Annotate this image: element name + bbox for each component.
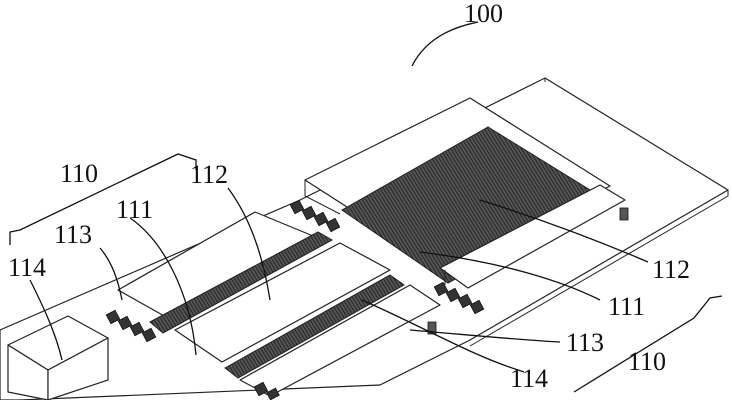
board-edge: [469, 78, 729, 347]
label-113-right: 113: [566, 328, 604, 357]
latches: [427, 207, 629, 335]
label-113-left: 113: [54, 220, 92, 249]
base-board: [0, 77, 729, 400]
label-112-right: 112: [652, 255, 690, 284]
label-111-right: 111: [608, 292, 645, 321]
heatsink-left: [7, 315, 109, 400]
label-110-right: 110: [628, 347, 666, 376]
connectors-left: [105, 309, 157, 343]
label-112-left: 112: [190, 160, 228, 189]
connectors-bottom: [253, 381, 280, 400]
lead-lines: [9, 21, 723, 393]
label-110-left: 110: [60, 159, 98, 188]
connectors-right: [433, 281, 485, 315]
label-100: 100: [464, 0, 503, 28]
label-114-left: 114: [8, 253, 46, 282]
memory-bank-right: [304, 97, 626, 289]
label-111-left: 111: [116, 195, 153, 224]
connectors-mid: [289, 199, 341, 233]
memory-bank-left: [117, 211, 441, 397]
label-114-right: 114: [510, 364, 548, 393]
